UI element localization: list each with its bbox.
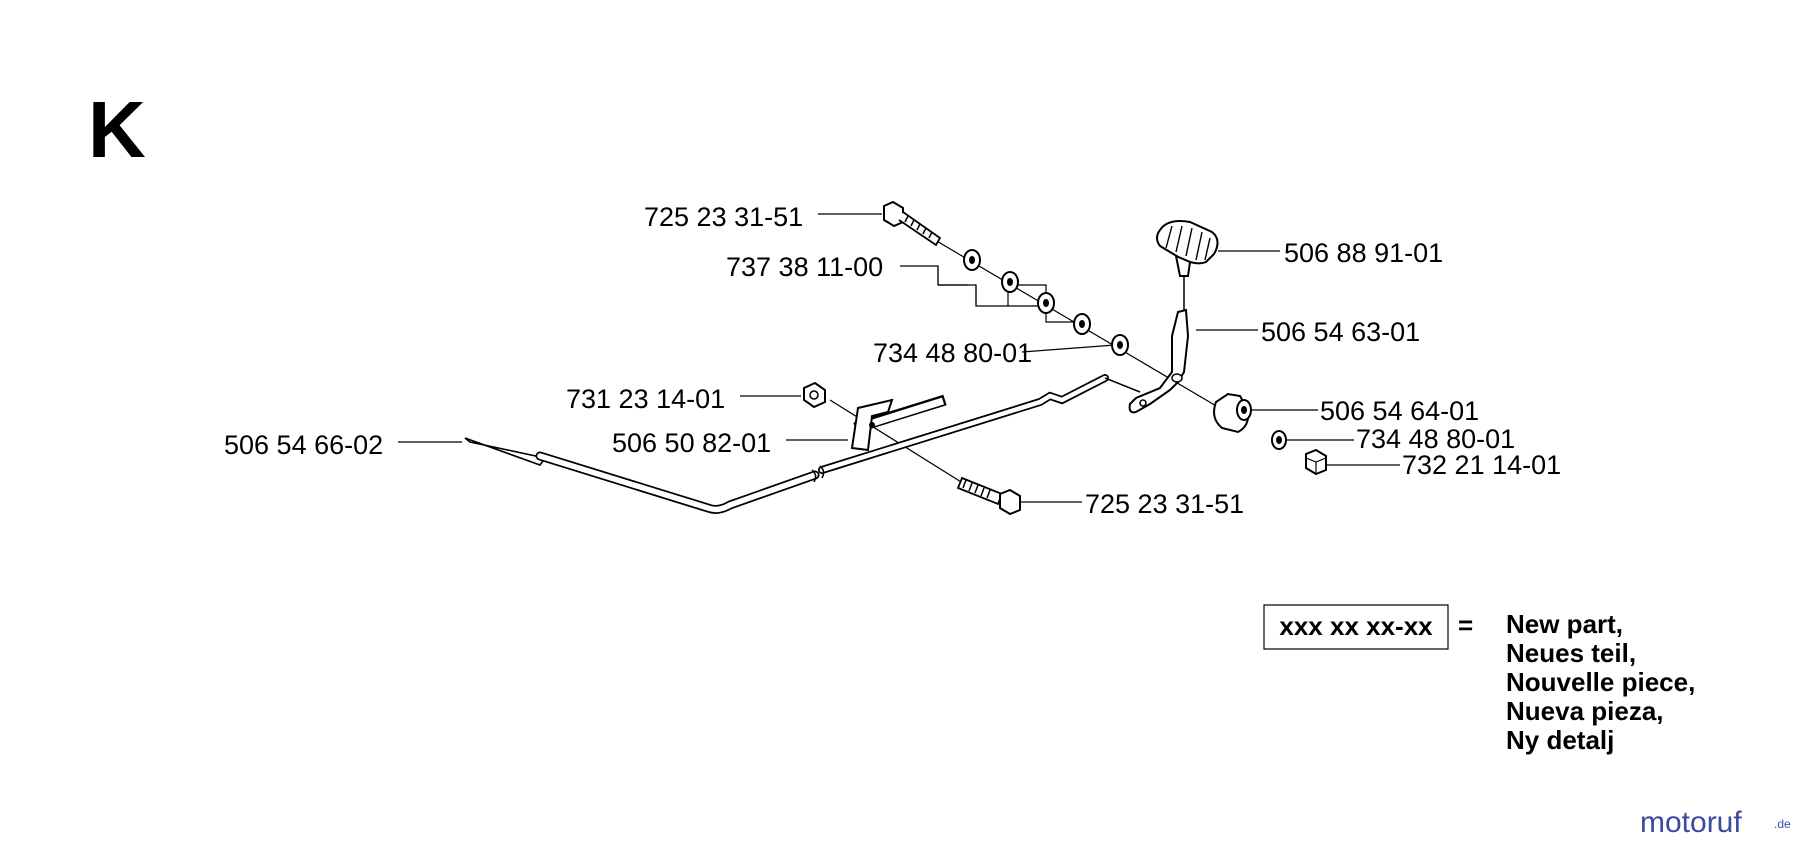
legend-sample-number: xxx xx xx-xx <box>1279 611 1433 641</box>
part-label-bolt-bottom: 725 23 31-51 <box>1085 489 1244 519</box>
part-label-washer-right: 734 48 80-01 <box>1356 424 1515 454</box>
part-label-washers: 737 38 11-00 <box>726 252 883 282</box>
legend-line-4: Nueva pieza, <box>1506 696 1664 726</box>
legend-line-5: Ny detalj <box>1506 725 1614 755</box>
part-label-bracket: 506 50 82-01 <box>612 428 771 458</box>
nut-left-drawing <box>803 381 826 409</box>
bracket-drawing <box>850 398 894 452</box>
washers-drawing <box>963 249 1129 356</box>
washer-right-drawing <box>1271 430 1287 450</box>
part-label-bolt-top: 725 23 31-51 <box>644 202 803 232</box>
lever-drawing <box>1128 308 1190 414</box>
part-label-knob: 506 88 91-01 <box>1284 238 1443 268</box>
watermark-brand: motoruf <box>1640 806 1742 839</box>
watermark-logo: motoruf .de <box>1640 806 1791 839</box>
legend: xxx xx xx-xx = New part, Neues teil, Nou… <box>1263 604 1695 755</box>
bolt-bottom-drawing <box>956 476 1021 516</box>
legend-sample-box <box>1263 604 1449 650</box>
bolt-top-drawing <box>883 200 942 247</box>
legend-line-2: Neues teil, <box>1506 638 1636 668</box>
legend-line-3: Nouvelle piece, <box>1506 667 1695 697</box>
legend-equals: = <box>1458 610 1473 640</box>
knob-drawing <box>1156 220 1219 310</box>
watermark-suffix: .de <box>1774 817 1791 831</box>
part-label-nut-right: 732 21 14-01 <box>1402 450 1561 480</box>
part-label-lever: 506 54 63-01 <box>1261 317 1420 347</box>
nut-right-drawing <box>1305 448 1327 476</box>
part-label-nut-left: 731 23 14-01 <box>566 384 725 414</box>
legend-line-1: New part, <box>1506 609 1623 639</box>
part-label-bushing: 506 54 64-01 <box>1320 396 1479 426</box>
bushing-drawing <box>1213 392 1252 434</box>
part-label-washer-left: 734 48 80-01 <box>873 338 1032 368</box>
part-label-rod: 506 54 66-02 <box>224 430 383 460</box>
section-label: K <box>88 85 146 174</box>
